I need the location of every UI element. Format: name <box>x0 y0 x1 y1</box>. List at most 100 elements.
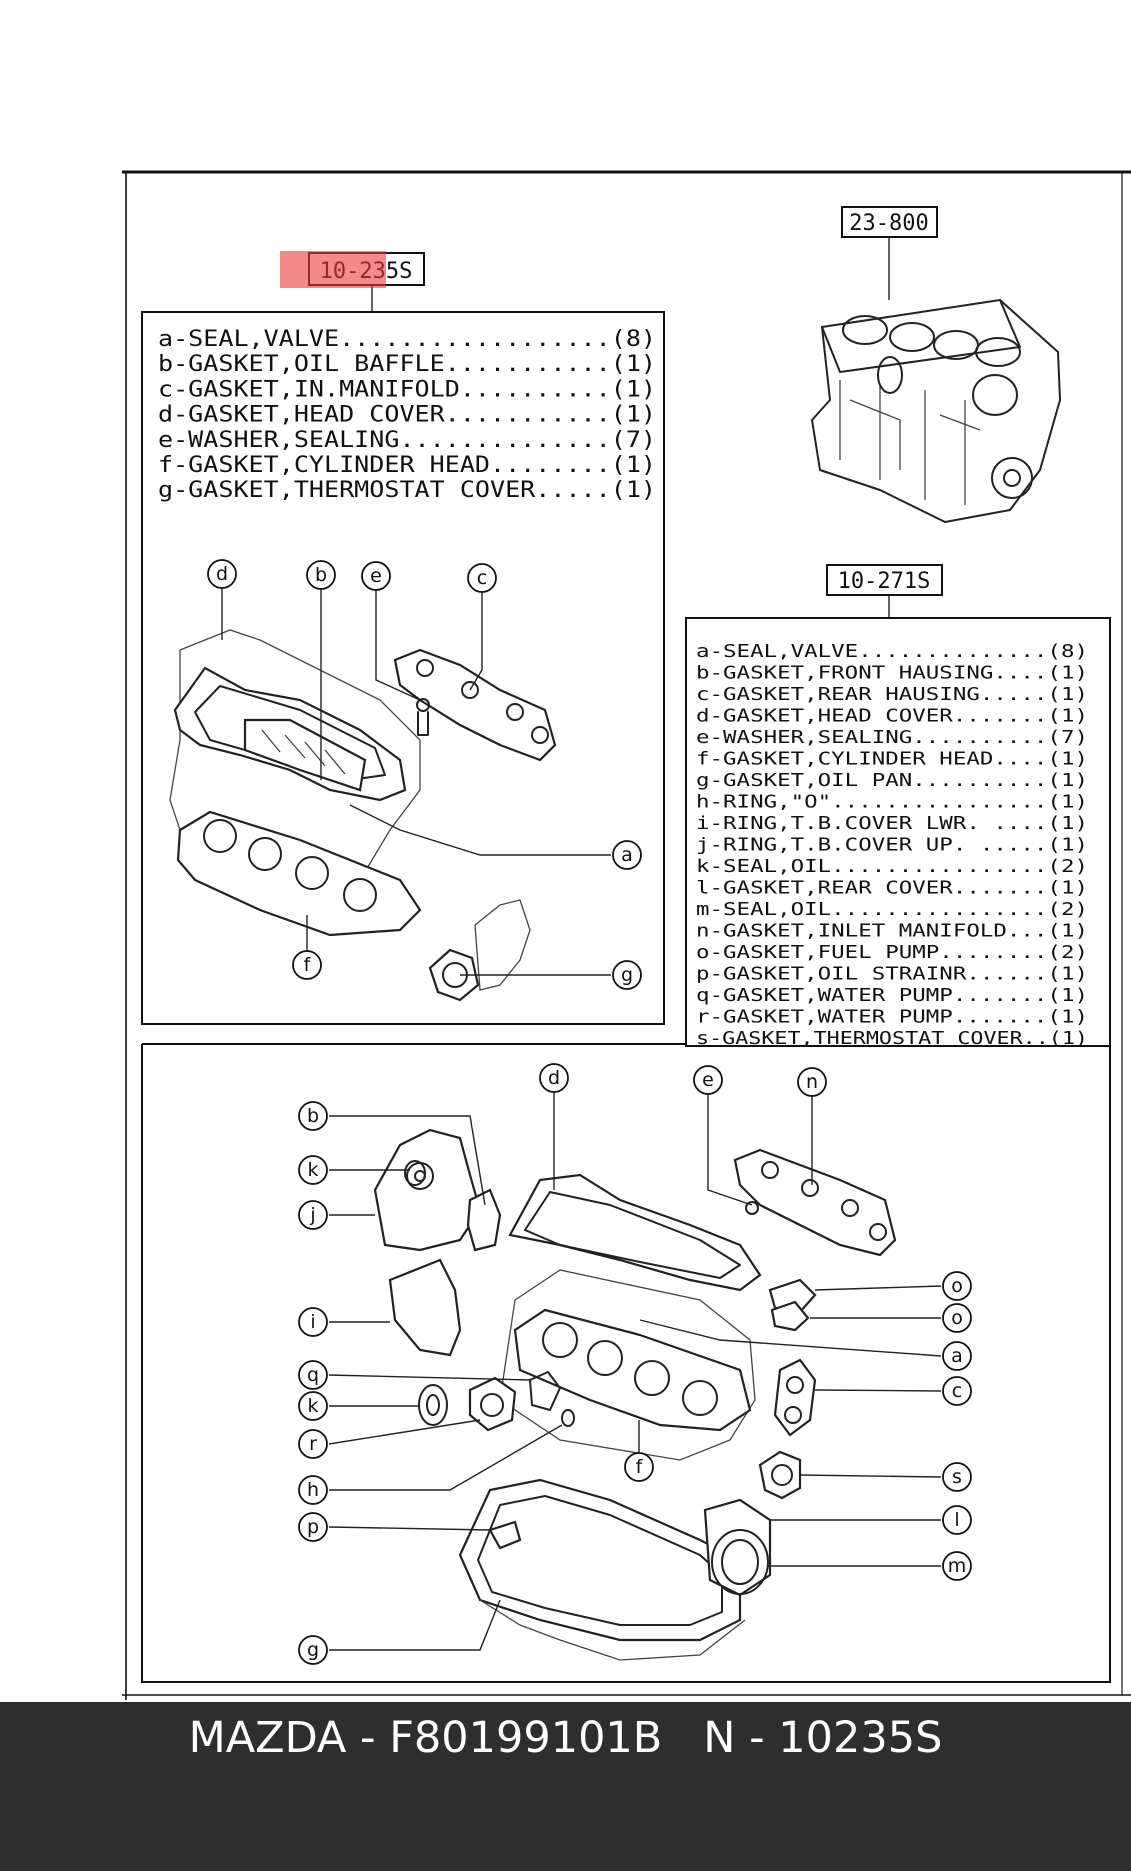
callout-circle <box>612 840 642 870</box>
callout-circle <box>624 1452 654 1482</box>
kit-box-10-271S-diagram <box>141 1040 1111 1683</box>
callout-circle <box>942 1341 972 1371</box>
callout-circle <box>298 1635 328 1665</box>
callout-circle <box>942 1376 972 1406</box>
parts-list-item: j-RING,T.B.COVER UP. .....(1) <box>696 835 1088 856</box>
highlight-ref-10-235S <box>280 251 386 288</box>
callout-letter: g <box>621 964 633 986</box>
parts-list-item: c-GASKET,IN.MANIFOLD..........(1) <box>158 377 656 402</box>
callout-circle <box>942 1551 972 1581</box>
parts-list-item: e-WASHER,SEALING..............(7) <box>158 428 656 453</box>
callout-letter: s <box>952 1466 962 1488</box>
parts-list-item: r-GASKET,WATER PUMP.......(1) <box>696 1007 1088 1028</box>
parts-list-item: b-GASKET,FRONT HAUSING....(1) <box>696 663 1088 684</box>
callout-letter: f <box>304 954 312 976</box>
callout-letter: o <box>951 1307 963 1329</box>
parts-list-item: p-GASKET,OIL STRAINR......(1) <box>696 964 1088 985</box>
callout-circle <box>539 1063 569 1093</box>
callout-letter: e <box>370 565 382 587</box>
leader-line <box>469 592 483 691</box>
parts-list-item: d-GASKET,HEAD COVER.......(1) <box>696 706 1088 727</box>
callout-letter: a <box>621 844 633 866</box>
parts-list-item: c-GASKET,REAR HAUSING.....(1) <box>696 684 1088 705</box>
callout-letter: k <box>307 1395 318 1417</box>
top-kit-drawing <box>169 629 557 1002</box>
callout-letter: b <box>315 564 327 586</box>
parts-list-item: k-SEAL,OIL................(2) <box>696 856 1088 877</box>
leader-line <box>329 1599 501 1651</box>
callout-letter: f <box>636 1456 644 1478</box>
ref-box-10-271S: 10-271S <box>826 564 943 618</box>
callout-letter: l <box>954 1509 959 1531</box>
callout-letter: p <box>307 1516 319 1538</box>
parts-list-item: e-WASHER,SEALING..........(7) <box>696 727 1088 748</box>
callout-circle <box>942 1271 972 1301</box>
leader-line <box>329 1424 563 1491</box>
parts-list-item: b-GASKET,OIL BAFFLE...........(1) <box>158 352 656 377</box>
parts-list-item: g-GASKET,OIL PAN..........(1) <box>696 770 1088 791</box>
parts-list-item: f-GASKET,CYLINDER HEAD....(1) <box>696 749 1088 770</box>
callout-letter: j <box>309 1204 315 1226</box>
bottom-kit-drawing <box>373 1128 897 1661</box>
callout-letter: g <box>307 1639 319 1661</box>
leader-line <box>639 1319 942 1357</box>
footer-bar <box>0 1702 1131 1871</box>
callout-letter: q <box>307 1364 319 1386</box>
callout-circle <box>942 1505 972 1535</box>
leader-line <box>349 804 611 856</box>
kit-box-10-235S <box>141 311 665 1025</box>
parts-list-item: n-GASKET,INLET MANIFOLD...(1) <box>696 921 1088 942</box>
leader-line <box>328 1526 491 1531</box>
leader-line <box>707 1094 753 1206</box>
callout-circle <box>298 1307 328 1337</box>
callout-letter: r <box>309 1433 317 1455</box>
ref-box-23-800: 23-800 <box>841 206 938 300</box>
ref-label-23-800: 23-800 <box>849 211 928 236</box>
callout-circle <box>298 1101 328 1131</box>
callout-letter: a <box>951 1345 963 1367</box>
callout-circle <box>942 1303 972 1333</box>
leader-line <box>799 1474 942 1478</box>
footer-title: MAZDA - F80199101B N - 10235S <box>188 1713 943 1763</box>
leader-line <box>814 1285 942 1291</box>
leader-line <box>814 1389 942 1392</box>
callout-letter: m <box>948 1555 967 1577</box>
callout-circle <box>298 1360 328 1390</box>
callout-circle <box>361 561 391 591</box>
leader-line <box>328 1419 481 1445</box>
ref-label-10-271S: 10-271S <box>838 569 931 594</box>
leader-line <box>328 1374 531 1381</box>
callout-letter: c <box>952 1380 962 1402</box>
callout-letter: k <box>307 1159 318 1181</box>
callout-letter: d <box>216 563 228 585</box>
callout-circle <box>797 1067 827 1097</box>
engine-block-drawing <box>811 299 1061 523</box>
callout-letter: i <box>310 1311 315 1333</box>
callout-circle <box>298 1391 328 1421</box>
parts-list-item: i-RING,T.B.COVER LWR. ....(1) <box>696 813 1088 834</box>
callout-circle <box>612 960 642 990</box>
callout-circle <box>942 1462 972 1492</box>
parts-list-item: h-RING,"O"................(1) <box>696 792 1088 813</box>
callout-letter: b <box>307 1105 319 1127</box>
callout-circle <box>298 1200 328 1230</box>
parts-list-item: f-GASKET,CYLINDER HEAD........(1) <box>158 453 656 478</box>
callout-letter: c <box>477 567 487 589</box>
callout-circle <box>207 559 237 589</box>
parts-list-item: o-GASKET,FUEL PUMP........(2) <box>696 942 1088 963</box>
callout-circle <box>298 1475 328 1505</box>
parts-list-10-235S: a-SEAL,VALVE..................(8)b-GASKE… <box>158 327 656 503</box>
kit-box-10-271S-list <box>685 617 1111 1047</box>
parts-list-item: m-SEAL,OIL................(2) <box>696 899 1088 920</box>
leader-line <box>375 590 421 701</box>
parts-list-10-271S: a-SEAL,VALVE..............(8)b-GASKET,FR… <box>696 641 1088 1049</box>
callout-circle <box>693 1065 723 1095</box>
parts-list-item: a-SEAL,VALVE..................(8) <box>158 327 656 352</box>
callout-circle <box>298 1429 328 1459</box>
callout-circle <box>298 1155 328 1185</box>
parts-list-item: a-SEAL,VALVE..............(8) <box>696 641 1088 662</box>
callout-letter: d <box>548 1067 560 1089</box>
callout-letter: n <box>806 1071 818 1093</box>
